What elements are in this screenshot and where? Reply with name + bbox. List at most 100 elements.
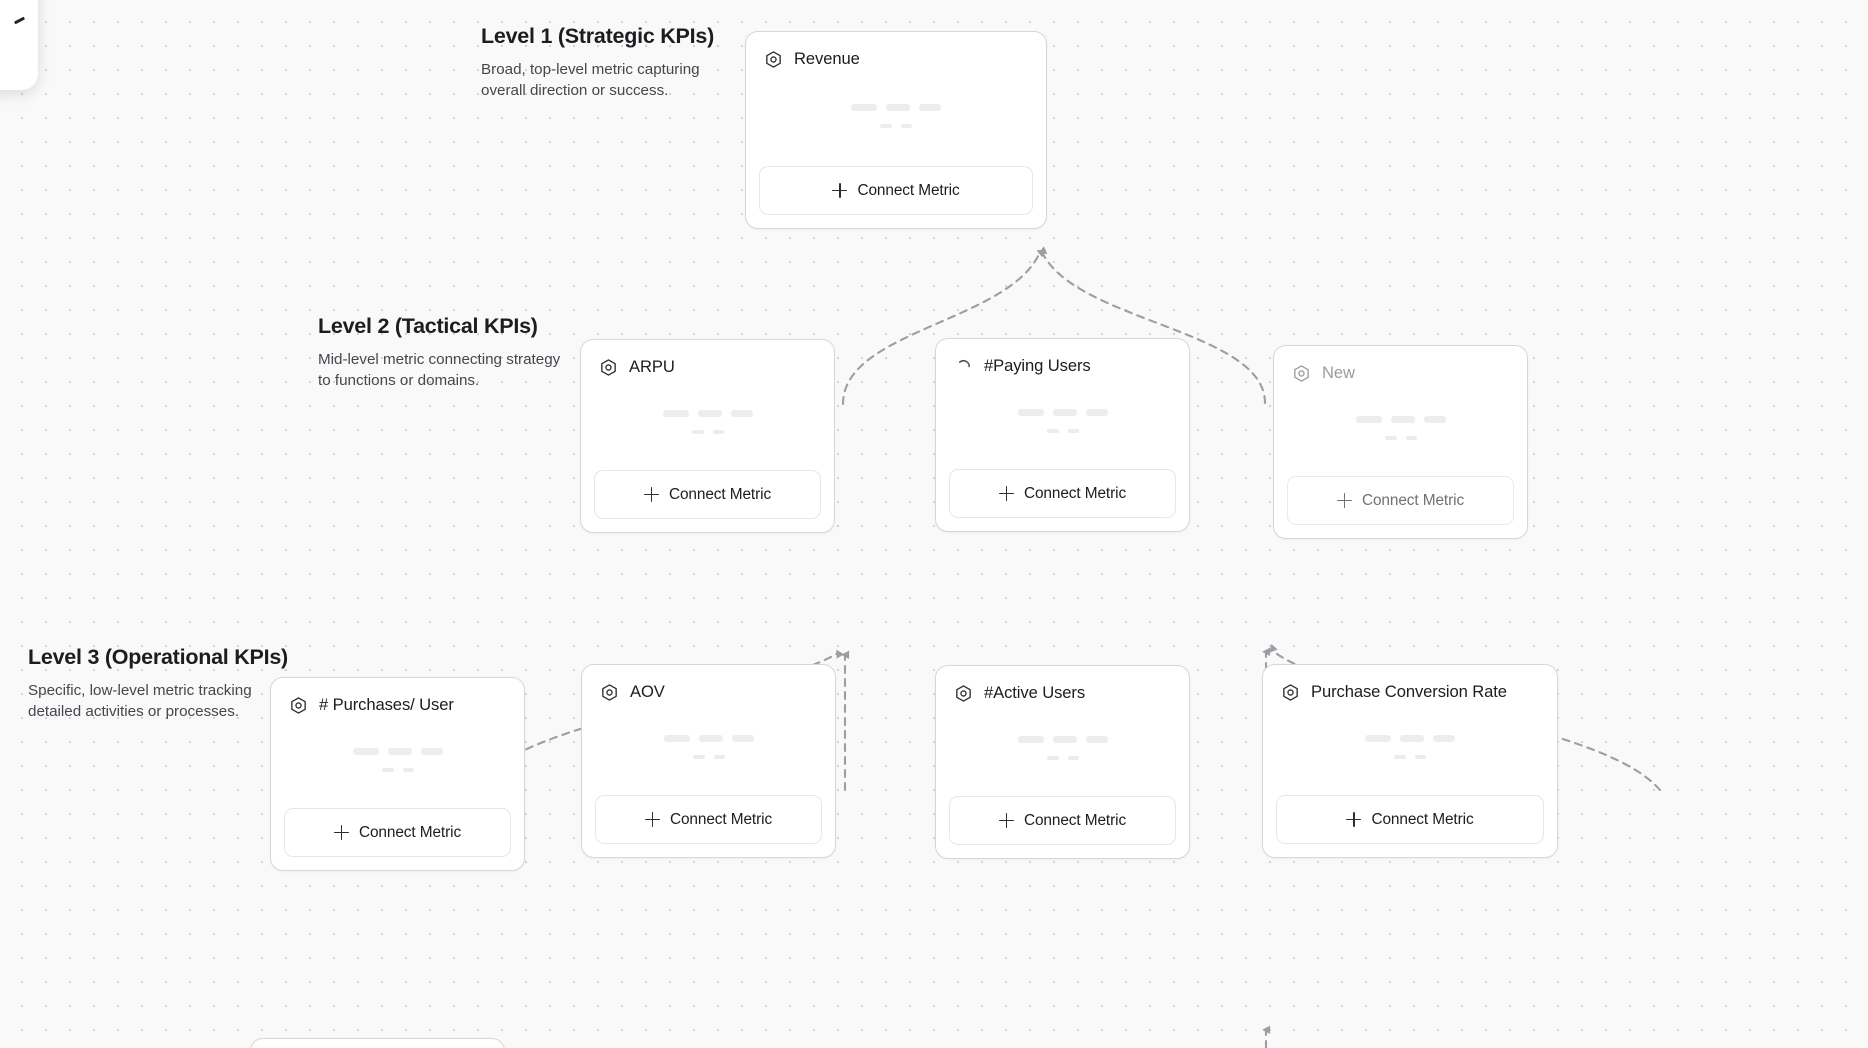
connect-metric-button[interactable]: Connect Metric	[1276, 795, 1544, 844]
skeleton-bar	[1394, 754, 1406, 759]
metric-card-offscreen-bottom[interactable]	[250, 1038, 505, 1048]
level-1-description: Broad, top-level metric capturing overal…	[481, 61, 700, 99]
connect-metric-button[interactable]: Connect Metric	[949, 469, 1176, 518]
metric-card-purchase-conversion-rate[interactable]: Purchase Conversion Rate Connect Metric	[1262, 664, 1558, 858]
skeleton-bar	[886, 103, 910, 111]
connect-metric-button[interactable]: Connect Metric	[1287, 476, 1514, 525]
plus-icon	[644, 812, 660, 827]
skeleton-bar	[691, 429, 704, 434]
hexagon-icon	[291, 696, 306, 714]
card-header: Revenue	[746, 32, 1046, 69]
card-title: # Purchases/ User	[319, 695, 454, 714]
metric-card-active-users[interactable]: #Active Users Connect Metric	[935, 665, 1190, 859]
skeleton-bar	[1052, 735, 1077, 743]
plus-icon	[1336, 493, 1352, 508]
card-placeholder-body	[936, 376, 1189, 469]
metric-card-revenue[interactable]: Revenue Connect Metric	[745, 31, 1047, 229]
hexagon-icon	[601, 358, 616, 376]
metric-card-arpu[interactable]: ARPU Connect Metric	[580, 339, 835, 533]
connect-metric-button[interactable]: Connect Metric	[594, 470, 821, 519]
skeleton-bar	[901, 123, 912, 128]
level-2-annotation: Level 2 (Tactical KPIs) Mid-level metric…	[318, 314, 564, 392]
skeleton-bar	[731, 734, 754, 742]
skeleton-row-secondary	[880, 123, 912, 128]
skeleton-row-primary	[851, 103, 941, 111]
skeleton-bar	[1052, 408, 1077, 416]
metric-card-purchases-per-user[interactable]: # Purchases/ User Connect Metric	[270, 677, 525, 871]
skeleton-bar	[919, 103, 941, 111]
connect-metric-button[interactable]: Connect Metric	[949, 796, 1176, 845]
skeleton-bar	[730, 409, 753, 417]
skeleton-bar	[1046, 755, 1059, 760]
skeleton-bar	[1017, 408, 1044, 416]
skeleton-bar	[420, 747, 443, 755]
skeleton-bar	[1384, 435, 1397, 440]
connect-metric-label: Connect Metric	[1023, 484, 1127, 502]
card-placeholder-body	[1274, 383, 1527, 476]
skeleton-row-secondary	[381, 767, 414, 772]
level-1-annotation: Level 1 (Strategic KPIs) Broad, top-leve…	[481, 24, 727, 102]
loading-arc-icon	[958, 359, 970, 367]
card-placeholder-body	[936, 703, 1189, 796]
skeleton-bar	[1405, 435, 1417, 440]
card-header: # Purchases/ User	[271, 678, 524, 715]
connect-metric-button[interactable]: Connect Metric	[595, 795, 822, 844]
hexagon-icon	[766, 50, 781, 68]
plus-icon	[333, 825, 349, 840]
skeleton-bar	[697, 409, 722, 417]
plus-icon	[643, 487, 659, 502]
card-placeholder-body	[581, 377, 834, 470]
skeleton-row-secondary	[692, 754, 725, 759]
card-title: AOV	[630, 682, 665, 701]
card-placeholder-body	[582, 702, 835, 795]
skeleton-row-primary	[1365, 734, 1455, 742]
skeleton-row-primary	[662, 409, 753, 417]
skeleton-row-secondary	[1046, 755, 1079, 760]
skeleton-bar	[1017, 735, 1044, 743]
card-header: AOV	[582, 665, 835, 702]
card-title: New	[1322, 363, 1355, 382]
skeleton-row-primary	[1017, 408, 1108, 416]
metric-card-new[interactable]: New Connect Metric	[1273, 345, 1528, 539]
level-3-title: Level 3 (Operational KPIs)	[28, 645, 288, 669]
plus-icon	[998, 486, 1014, 501]
skeleton-bar	[851, 103, 877, 111]
metric-card-aov[interactable]: AOV Connect Metric	[581, 664, 836, 858]
card-placeholder-body	[1263, 702, 1557, 795]
skeleton-bar	[1400, 734, 1424, 742]
card-header: Purchase Conversion Rate	[1263, 665, 1557, 702]
hexagon-icon	[1283, 683, 1298, 701]
connect-metric-label: Connect Metric	[668, 485, 772, 503]
card-header: ARPU	[581, 340, 834, 377]
plus-icon	[1346, 812, 1362, 827]
skeleton-bar	[1423, 415, 1446, 423]
skeleton-row-primary	[352, 747, 443, 755]
card-header: New	[1274, 346, 1527, 383]
floating-toolbar-panel[interactable]	[0, 0, 38, 90]
skeleton-bar	[662, 409, 689, 417]
skeleton-row-primary	[663, 734, 754, 742]
card-title: #Active Users	[984, 683, 1086, 702]
skeleton-bar	[1390, 415, 1415, 423]
card-title: ARPU	[629, 357, 675, 376]
skeleton-bar	[1355, 415, 1382, 423]
card-title: Revenue	[794, 49, 860, 68]
skeleton-bar	[698, 734, 723, 742]
connect-metric-label: Connect Metric	[358, 823, 462, 841]
skeleton-bar	[663, 734, 690, 742]
hexagon-icon	[956, 684, 971, 702]
card-placeholder-body	[271, 715, 524, 808]
connect-metric-button[interactable]: Connect Metric	[284, 808, 511, 857]
connect-metric-label: Connect Metric	[1371, 810, 1474, 828]
hexagon-icon	[602, 683, 617, 701]
cursor-tool-icon[interactable]	[14, 17, 28, 31]
level-3-description: Specific, low-level metric tracking deta…	[28, 682, 252, 720]
skeleton-bar	[1067, 755, 1079, 760]
skeleton-bar	[381, 767, 394, 772]
skeleton-bar	[1085, 735, 1108, 743]
skeleton-bar	[1067, 428, 1079, 433]
metric-card-paying-users[interactable]: #Paying Users Connect Metric	[935, 338, 1190, 532]
skeleton-bar	[402, 767, 414, 772]
connect-metric-button[interactable]: Connect Metric	[759, 166, 1033, 215]
level-2-title: Level 2 (Tactical KPIs)	[318, 314, 538, 338]
